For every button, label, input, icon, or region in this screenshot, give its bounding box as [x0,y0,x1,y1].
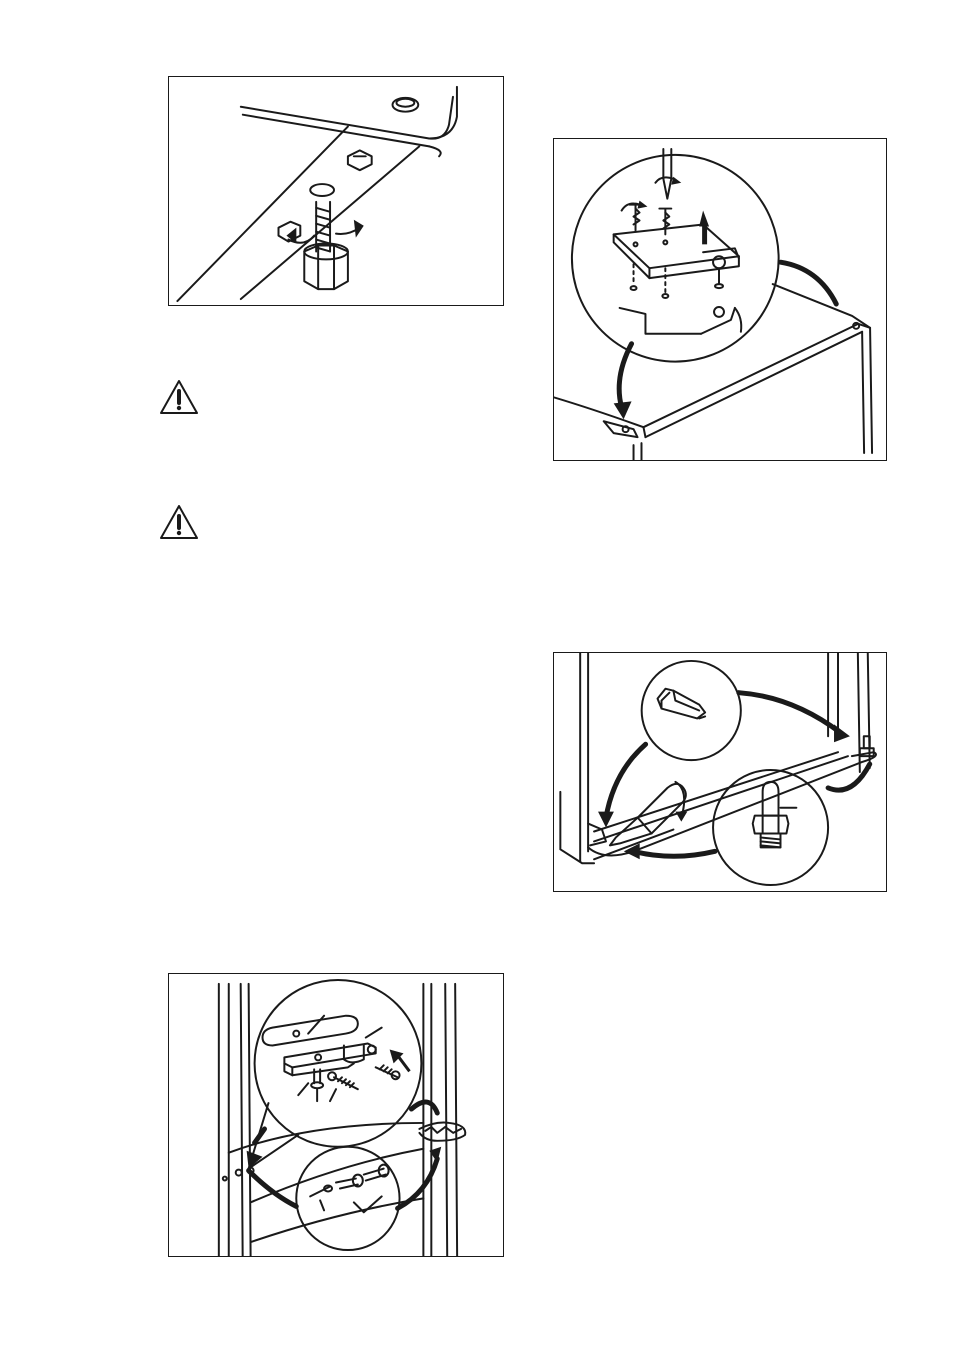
warning-symbol: ! [158,416,159,417]
figure-bottom-hinge-pin [553,652,887,892]
figure-middle-hinge [168,973,504,1257]
warning-symbol: ! [158,541,159,542]
figure-top-hinge [553,138,887,461]
top-hinge-illustration [554,139,886,460]
middle-hinge-illustration [169,974,503,1256]
figure-adjustable-foot [168,76,504,306]
bottom-hinge-pin-illustration [554,653,886,891]
warning-triangle-icon: ! [158,378,200,416]
adjustable-foot-illustration [169,77,503,305]
warning-triangle-icon: ! [158,503,200,541]
